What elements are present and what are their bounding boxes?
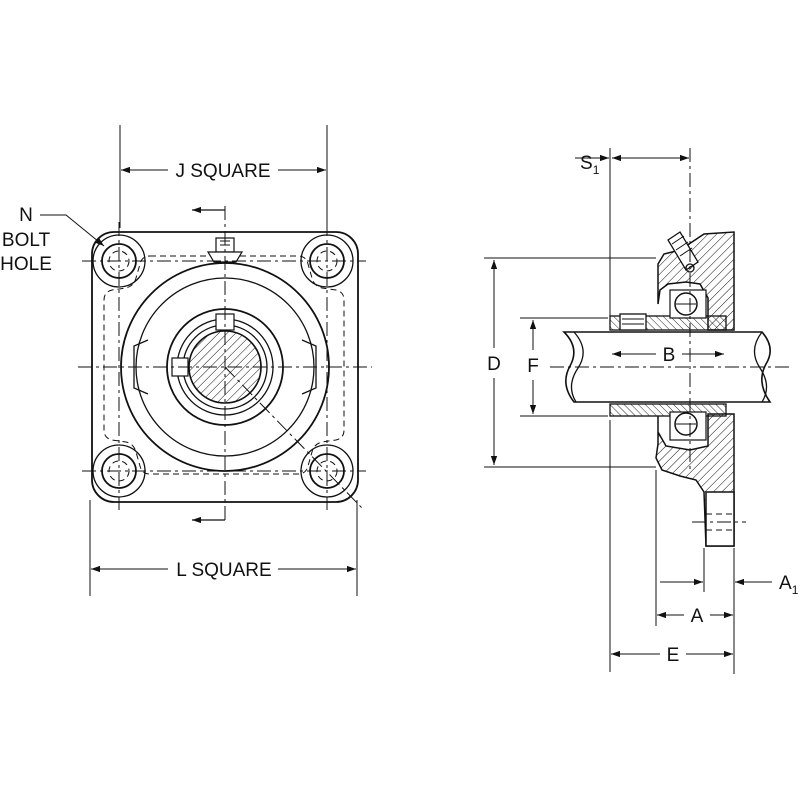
e-label: E [667, 645, 680, 666]
l-square-label: L SQUARE [176, 560, 271, 581]
a1-label: A1 [779, 573, 799, 597]
flange-foot [705, 491, 735, 547]
diagonal-center-line [224, 366, 363, 509]
ball-top [669, 289, 707, 319]
front-view: J SQUARE L SQUARE N BOLT HOLE [0, 125, 372, 596]
shaft-break-right [753, 331, 768, 403]
a-label: A [691, 606, 704, 627]
d-label: D [487, 354, 501, 375]
bolt-label: BOLT [2, 230, 51, 251]
b-label: B [663, 345, 676, 366]
set-screw-side [619, 313, 647, 331]
side-view: S1 D F B A1 A E [484, 148, 799, 674]
flange-hidden-outline [103, 255, 345, 475]
ball-bottom [669, 411, 707, 441]
hole-label: HOLE [0, 254, 52, 275]
shaft-break-left [570, 331, 584, 403]
n-label: N [19, 205, 33, 226]
s1-label: S1 [580, 153, 600, 177]
n-leader-arrow [40, 214, 105, 247]
shaft-side [562, 331, 772, 403]
j-square-label: J SQUARE [175, 161, 270, 182]
f-label: F [527, 356, 539, 377]
inner-ring-bottom [609, 403, 727, 417]
